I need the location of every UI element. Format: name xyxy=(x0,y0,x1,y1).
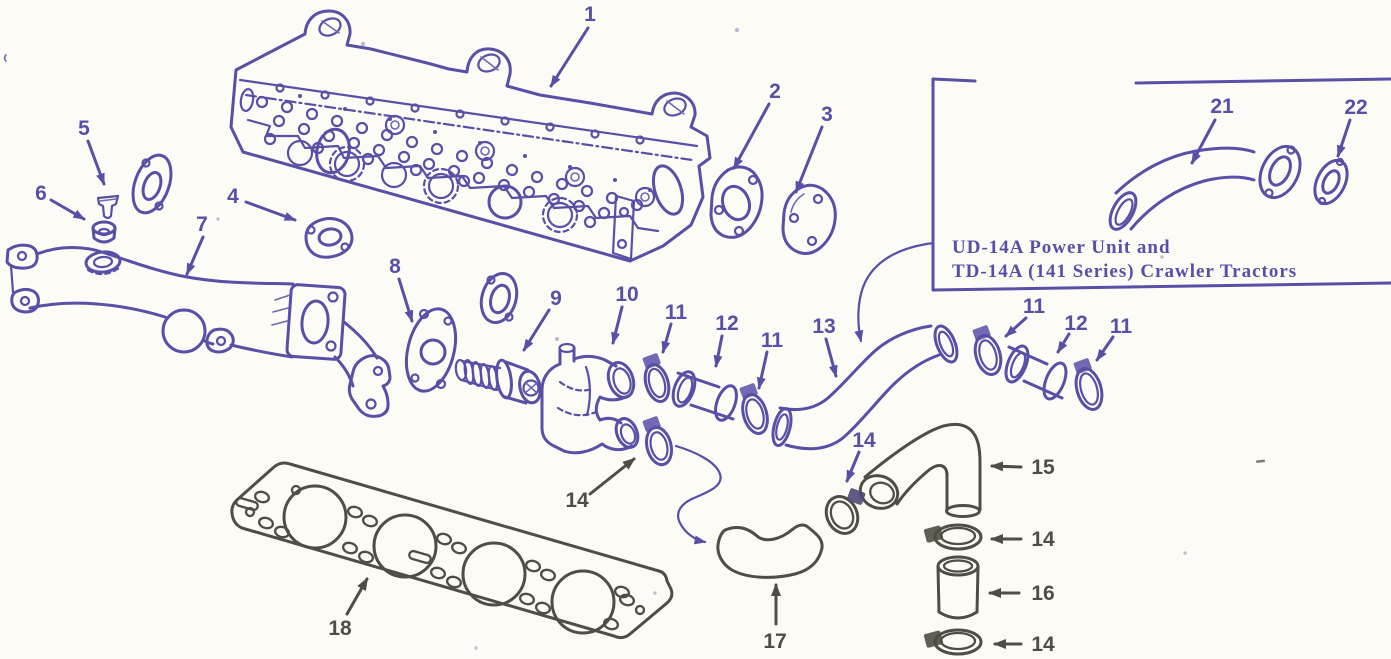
part-clamp-14c xyxy=(923,523,983,551)
callout-2: 2 xyxy=(769,80,781,103)
part-pipe-15 xyxy=(858,422,982,518)
callout-13: 13 xyxy=(812,315,835,338)
part-water-outlet-housing-10 xyxy=(540,342,640,455)
cylinder-head-outline xyxy=(229,9,712,263)
part-head-gasket-18 xyxy=(230,461,674,640)
part-connector-16 xyxy=(936,555,980,620)
part-gasket-2 xyxy=(709,165,764,239)
callout-1: 1 xyxy=(584,3,596,26)
callout-11b: 11 xyxy=(761,329,784,352)
callout-16: 16 xyxy=(1031,582,1054,605)
head-gasket-bolt-holes xyxy=(244,484,646,631)
callout-3: 3 xyxy=(821,103,833,126)
part-water-manifold-7 xyxy=(5,243,392,418)
scan-noise xyxy=(3,27,1266,650)
head-right-flange xyxy=(611,194,636,261)
callout-arrows-purple xyxy=(49,26,1352,483)
callout-10: 10 xyxy=(615,283,638,306)
callout-17: 17 xyxy=(763,630,786,653)
callout-6: 6 xyxy=(35,182,47,205)
callout-11a: 11 xyxy=(665,301,688,324)
part-clamp-14a xyxy=(642,416,674,467)
head-valve-pockets xyxy=(263,132,597,234)
manifold-flange xyxy=(285,283,347,361)
callout-7: 7 xyxy=(196,213,208,236)
clamp-to-elbow-leader-arrow xyxy=(674,444,722,545)
head-stud-holes xyxy=(275,83,645,145)
part-connector-12a xyxy=(671,370,738,422)
callout-9: 9 xyxy=(550,287,562,310)
part-cover-plate-3 xyxy=(781,183,837,255)
part-hose-clamp-11d xyxy=(1073,358,1104,411)
part-oval-gasket-lower xyxy=(479,272,519,324)
part-bushing-6 xyxy=(91,220,117,244)
callout-14c: 14 xyxy=(1031,528,1055,551)
part-hose-clamp-11c xyxy=(972,325,1003,377)
part-thermostat-9 xyxy=(454,358,542,405)
callout-18: 18 xyxy=(328,617,352,640)
head-water-port xyxy=(315,127,351,175)
part-hose-clamp-11b xyxy=(739,383,769,435)
callout-numbers: 1 2 3 4 5 6 7 8 9 10 11 12 11 13 11 12 1… xyxy=(35,3,1368,656)
part-pipe-21 xyxy=(1108,144,1302,231)
part-gasket-22 xyxy=(1313,157,1349,206)
callout-14a: 14 xyxy=(565,489,589,512)
callout-12b: 12 xyxy=(1064,312,1087,335)
callout-arrows-dark xyxy=(345,457,1023,649)
callout-5: 5 xyxy=(78,117,90,140)
part-gasket-8 xyxy=(404,307,458,393)
head-large-port xyxy=(487,184,523,220)
part-clamp-14b xyxy=(824,488,866,535)
part-gasket-4 xyxy=(304,217,354,259)
part-plug-5 xyxy=(96,194,120,220)
part-hose-13 xyxy=(771,324,959,451)
callout-15: 15 xyxy=(1031,456,1055,479)
callout-14d: 14 xyxy=(1031,633,1055,656)
callout-11d: 11 xyxy=(1110,315,1133,338)
callout-11c: 11 xyxy=(1023,295,1046,318)
callout-21: 21 xyxy=(1210,95,1234,118)
head-right-face-port xyxy=(651,164,685,216)
part-hose-clamp-11a xyxy=(642,353,671,404)
part-connector-12b xyxy=(1004,344,1068,401)
inset-box: UD-14A Power Unit and TD-14A (141 Series… xyxy=(854,77,1391,343)
callout-4: 4 xyxy=(227,185,239,208)
head-small-dots xyxy=(298,94,652,192)
part-oval-gasket-upper xyxy=(131,153,173,215)
callout-22: 22 xyxy=(1344,96,1367,119)
part-clamp-14d xyxy=(923,628,983,656)
callout-8: 8 xyxy=(389,255,401,278)
inset-note-line2: TD-14A (141 Series) Crawler Tractors xyxy=(952,261,1297,282)
callout-12a: 12 xyxy=(715,312,738,335)
inset-pointer-arrow xyxy=(854,241,935,343)
part-elbow-hose-17 xyxy=(716,523,824,579)
inset-note-line1: UD-14A Power Unit and xyxy=(952,237,1171,258)
head-plug-bosses xyxy=(384,114,656,208)
callout-14b: 14 xyxy=(852,429,876,452)
part-cylinder-head xyxy=(229,9,712,263)
